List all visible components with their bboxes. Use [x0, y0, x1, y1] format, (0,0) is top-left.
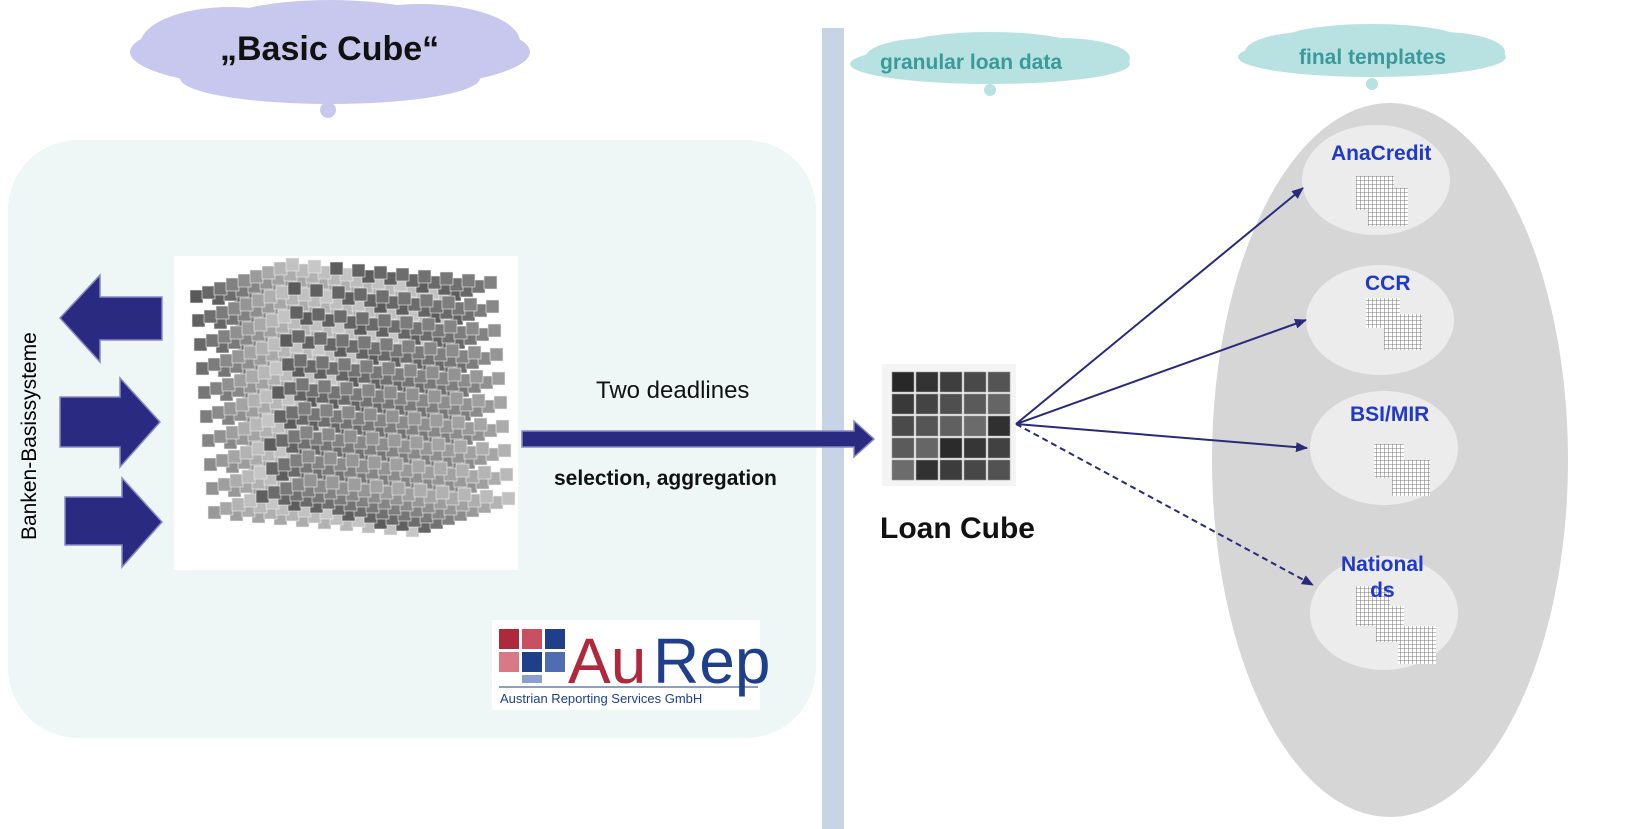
granular-loan-data-cloud: [850, 32, 1130, 96]
svg-text:Rep: Rep: [653, 625, 770, 697]
document-icon-anacredit: [1356, 176, 1408, 226]
document-icon-national: [1356, 586, 1436, 664]
connector-bsi-mir: [1015, 423, 1308, 453]
granular-loan-data-label: granular loan data: [880, 51, 1063, 74]
section-divider: [822, 28, 844, 829]
connector-national: [1015, 423, 1314, 586]
document-icon-bsi-mir: [1374, 444, 1430, 496]
block-arrow-incoming-2: [64, 476, 164, 569]
final-templates-cloud: [1238, 24, 1506, 90]
template-label-national: National ds: [1341, 553, 1424, 602]
basic-cube-title: „Basic Cube“: [220, 30, 440, 68]
final-templates-label: final templates: [1299, 46, 1447, 69]
block-arrow-outgoing: [58, 273, 163, 364]
banken-basissysteme-label: Banken-Basissysteme: [18, 332, 41, 540]
basic-cube-image: [174, 256, 518, 570]
flow-upper-label: Two deadlines: [596, 377, 750, 404]
flow-lower-label: selection, aggregation: [554, 467, 777, 490]
block-arrow-incoming-1: [59, 376, 162, 469]
connector-ccr: [1015, 319, 1307, 425]
svg-text:Austrian Reporting Services Gm: Austrian Reporting Services GmbH: [500, 691, 702, 706]
document-icon-ccr: [1366, 298, 1422, 350]
loan-cube-image: [882, 364, 1016, 486]
basic-cube-cloud: [130, 0, 530, 118]
template-label-anacredit: AnaCredit: [1331, 142, 1432, 165]
loan-cube-label: Loan Cube: [880, 512, 1035, 545]
template-label-bsi-mir: BSI/MIR: [1350, 403, 1430, 426]
svg-text:Au: Au: [568, 625, 646, 697]
aurep-logo: Au Rep Austrian Reporting Services GmbH: [492, 620, 770, 710]
template-label-ccr: CCR: [1365, 272, 1411, 295]
flow-arrow: [521, 419, 876, 459]
connector-anacredit: [1015, 187, 1304, 425]
